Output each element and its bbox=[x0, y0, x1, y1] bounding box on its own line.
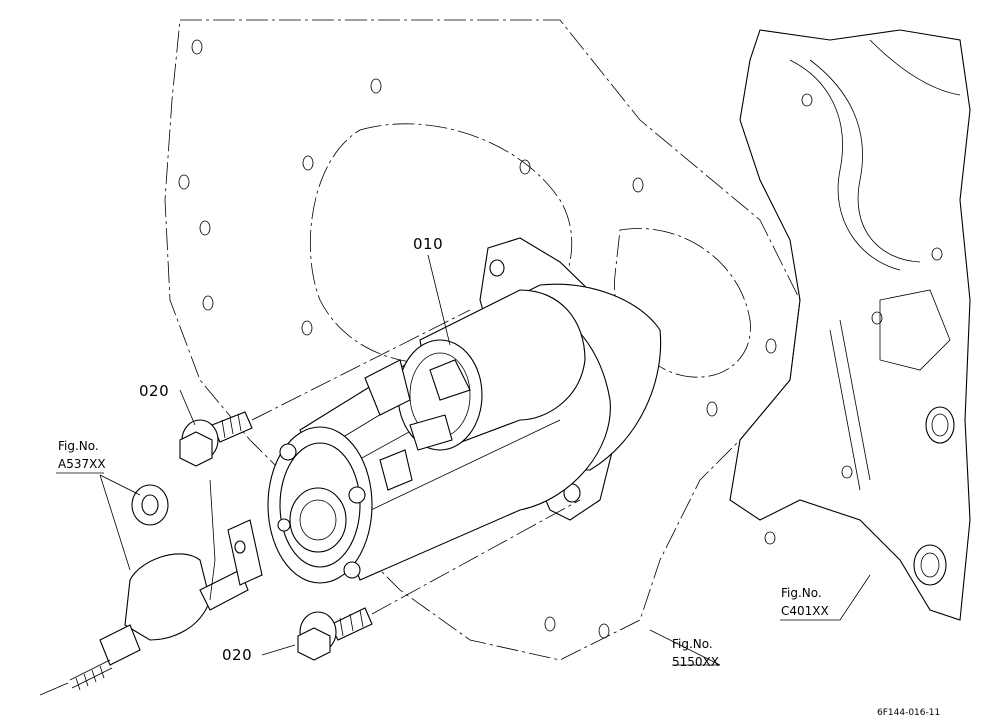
engine-plate bbox=[164, 19, 801, 661]
fig-ref-5150-line2: 5150XX bbox=[672, 655, 719, 669]
fig-ref-c401-line2: C401XX bbox=[781, 604, 829, 618]
bolt-020-lower bbox=[297, 499, 581, 661]
callout-010: 010 bbox=[413, 235, 443, 253]
fig-ref-a537-line1: Fig.No. bbox=[58, 439, 99, 453]
callout-020-lower: 020 bbox=[222, 646, 252, 664]
fig-ref-a537-line2: A537XX bbox=[58, 457, 106, 471]
leader-lines bbox=[99, 254, 871, 666]
fig-ref-c401-line1: Fig.No. bbox=[781, 586, 822, 600]
cable-assembly bbox=[39, 479, 263, 696]
drawing-code: 6F144-016-11 bbox=[877, 708, 940, 718]
transmission-case bbox=[729, 29, 971, 621]
callout-020-upper: 020 bbox=[139, 382, 169, 400]
starter-motor bbox=[267, 237, 662, 584]
fig-ref-5150-line1: Fig.No. bbox=[672, 637, 713, 651]
plate-bolt-holes bbox=[178, 39, 777, 639]
bolt-020-upper bbox=[179, 309, 471, 467]
